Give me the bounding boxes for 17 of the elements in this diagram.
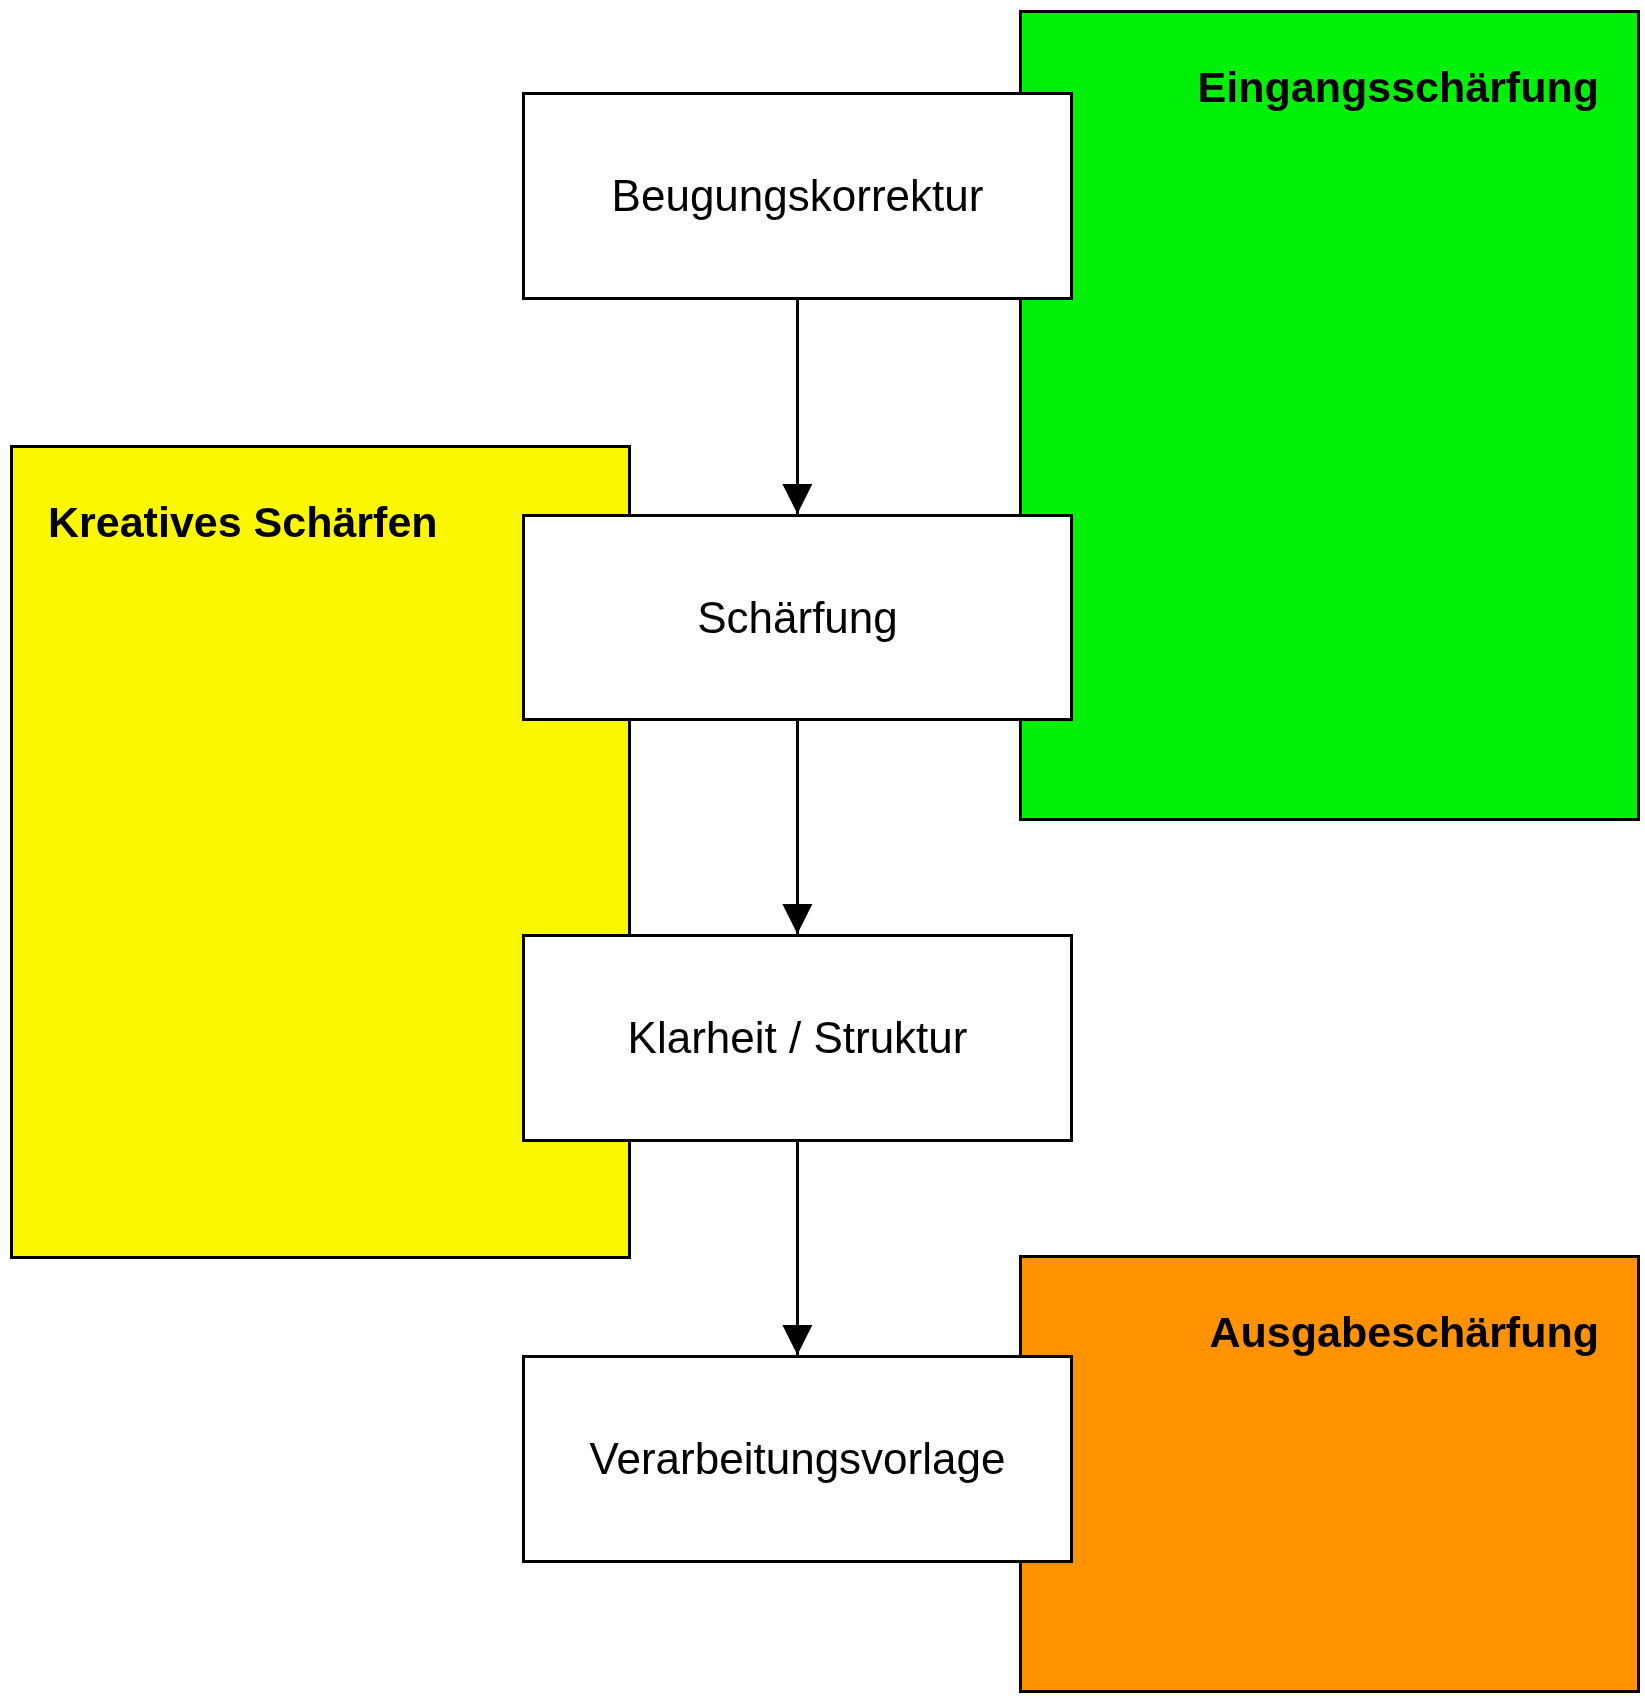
stage-panel [1019, 10, 1640, 821]
step-label: Verarbeitungsvorlage [589, 1434, 1006, 1484]
process-box [522, 514, 1073, 721]
arrow [782, 1142, 813, 1355]
step-label: Klarheit / Struktur [627, 1013, 968, 1063]
step-label: Beugungskorrektur [611, 171, 984, 221]
band-heading: Kreatives Schärfen [48, 498, 438, 546]
band-heading: Eingangsschärfung [1197, 63, 1599, 111]
band-heading: Ausgabeschärfung [1209, 1308, 1599, 1356]
process-box [522, 92, 1073, 300]
process-box [522, 1355, 1073, 1563]
stage-panel [1019, 1255, 1640, 1693]
stage-panel [10, 445, 631, 1259]
arrow [782, 721, 813, 934]
process-box [522, 934, 1073, 1142]
step-label: Schärfung [697, 592, 898, 643]
arrow [782, 300, 813, 514]
